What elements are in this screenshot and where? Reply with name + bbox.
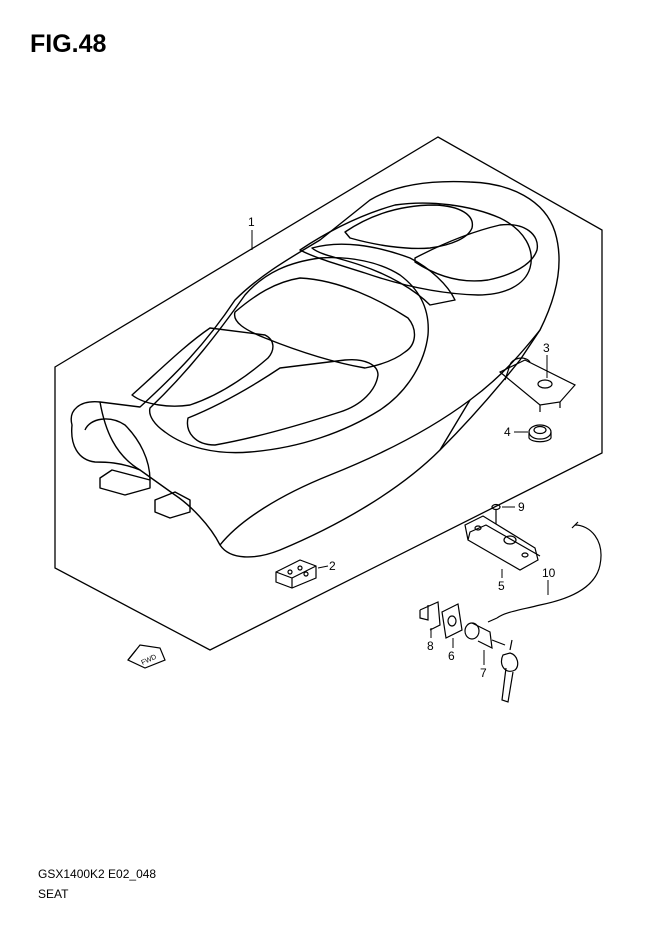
cable-drawing <box>487 521 602 623</box>
leader-2 <box>317 565 329 569</box>
lock-housing-drawing <box>464 515 541 571</box>
screw-drawing <box>491 503 501 524</box>
callout-2: 2 <box>329 559 336 573</box>
assembly-frame <box>54 136 603 651</box>
callout-9: 9 <box>518 500 525 514</box>
fwd-arrow <box>127 644 166 669</box>
lock-plate-drawing <box>441 603 463 639</box>
grommet-drawing <box>528 424 552 443</box>
callout-10: 10 <box>542 566 556 580</box>
model-code: GSX1400K2 E02_048 <box>38 867 157 881</box>
lock-key-drawing <box>464 622 519 703</box>
callout-4: 4 <box>504 425 511 439</box>
bumper-drawing <box>275 559 317 589</box>
callout-3: 3 <box>543 341 550 355</box>
callout-6: 6 <box>448 649 455 663</box>
seat-drawing <box>70 180 560 558</box>
callout-7: 7 <box>480 666 487 680</box>
bracket-drawing <box>498 357 576 412</box>
figure-title: FIG.48 <box>30 30 107 58</box>
leader-lines <box>251 230 549 665</box>
clip-drawing <box>419 601 441 631</box>
callout-5: 5 <box>498 579 505 593</box>
callout-1: 1 <box>248 215 255 229</box>
section-name: SEAT <box>38 887 69 901</box>
callout-8: 8 <box>427 639 434 653</box>
